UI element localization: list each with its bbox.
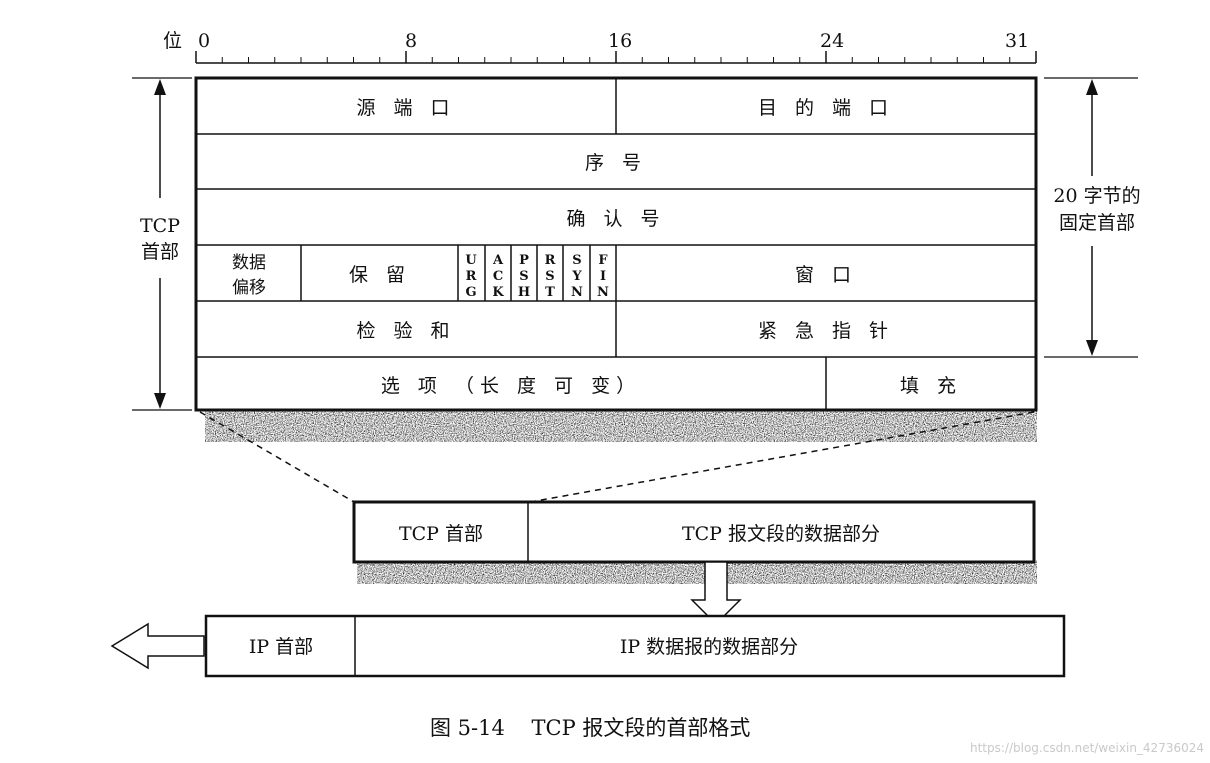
options-field: 选 项 （长 度 可 变） — [381, 375, 641, 397]
ip-data-segment: IP 数据报的数据部分 — [620, 636, 798, 658]
tick-label-16: 16 — [608, 30, 632, 52]
padding-field: 填 充 — [900, 375, 962, 397]
tick-label-0: 0 — [198, 30, 210, 52]
arrow-down-icon — [1086, 340, 1098, 356]
flag-urg-2: R — [466, 269, 477, 284]
tcp-label-line1: TCP — [140, 215, 180, 237]
source-port-field: 源 端 口 — [356, 97, 455, 119]
segment-shadow — [357, 560, 1037, 584]
flag-bits: U R G A C K P S H R S T S Y N F I N — [465, 253, 609, 300]
tcp-header-table: 源 端 口 目 的 端 口 序 号 确 认 号 数据 偏移 保 留 U R G … — [194, 76, 1038, 412]
projection-line-right — [529, 411, 1035, 503]
flag-rst-3: T — [545, 285, 555, 300]
tick-label-8: 8 — [405, 30, 417, 52]
tick-label-24: 24 — [820, 30, 844, 52]
ip-datagram-box: IP 首部 IP 数据报的数据部分 — [204, 614, 1066, 678]
bit-ruler: 位 0 8 16 24 31 — [163, 30, 1037, 64]
flag-psh-1: P — [519, 253, 529, 268]
destination-port-field: 目 的 端 口 — [758, 97, 894, 119]
figure-caption: 图 5-14 TCP 报文段的首部格式 — [430, 716, 750, 740]
arrow-up-icon — [1086, 79, 1098, 95]
flag-urg-3: G — [465, 285, 476, 300]
flag-syn-2: Y — [571, 269, 582, 284]
tcp-segment-box: TCP 首部 TCP 报文段的数据部分 — [352, 500, 1036, 564]
projection-line-left — [199, 411, 355, 503]
flag-fin-3: N — [597, 285, 609, 300]
flag-rst-2: S — [545, 269, 554, 284]
ack-number-field: 确 认 号 — [566, 208, 665, 230]
watermark: https://blog.csdn.net/weixin_42736024 — [970, 741, 1204, 755]
fixed-header-bracket: 20 字节的 固定首部 — [1044, 77, 1141, 358]
flag-syn-3: N — [571, 285, 583, 300]
flag-urg-1: U — [465, 253, 477, 268]
tcp-label-line2: 首部 — [141, 241, 179, 263]
ruler-minor-ticks — [195, 51, 1037, 63]
flag-ack-1: A — [492, 253, 504, 268]
reserved-field: 保 留 — [349, 264, 411, 286]
tcp-data-segment: TCP 报文段的数据部分 — [682, 523, 880, 545]
flag-syn-1: S — [572, 253, 581, 268]
flag-psh-2: S — [519, 269, 528, 284]
window-field: 窗 口 — [795, 264, 857, 286]
flag-ack-2: C — [493, 269, 503, 284]
data-offset-label-line2: 偏移 — [232, 278, 266, 298]
bit-unit-label: 位 — [163, 30, 182, 52]
flag-rst-1: R — [545, 253, 556, 268]
flag-psh-3: H — [518, 285, 530, 300]
checksum-field: 检 验 和 — [356, 320, 455, 342]
tcp-header-bracket: TCP 首部 — [132, 77, 192, 411]
arrow-down-icon — [154, 393, 166, 409]
flag-fin-1: F — [598, 253, 608, 268]
flag-fin-2: I — [600, 269, 606, 284]
ip-header-segment: IP 首部 — [249, 636, 313, 658]
urgent-pointer-field: 紧 急 指 针 — [758, 320, 894, 342]
fixed-label-line1: 20 字节的 — [1053, 185, 1140, 207]
arrow-up-icon — [154, 79, 166, 95]
left-arrow-icon — [110, 622, 205, 670]
data-offset-label-line1: 数据 — [232, 253, 266, 273]
sequence-number-field: 序 号 — [585, 152, 647, 174]
tick-label-31: 31 — [1005, 30, 1029, 52]
down-arrow-icon — [690, 561, 742, 626]
tcp-header-segment: TCP 首部 — [399, 523, 483, 545]
flag-ack-3: K — [492, 285, 504, 300]
fixed-label-line2: 固定首部 — [1059, 212, 1135, 234]
